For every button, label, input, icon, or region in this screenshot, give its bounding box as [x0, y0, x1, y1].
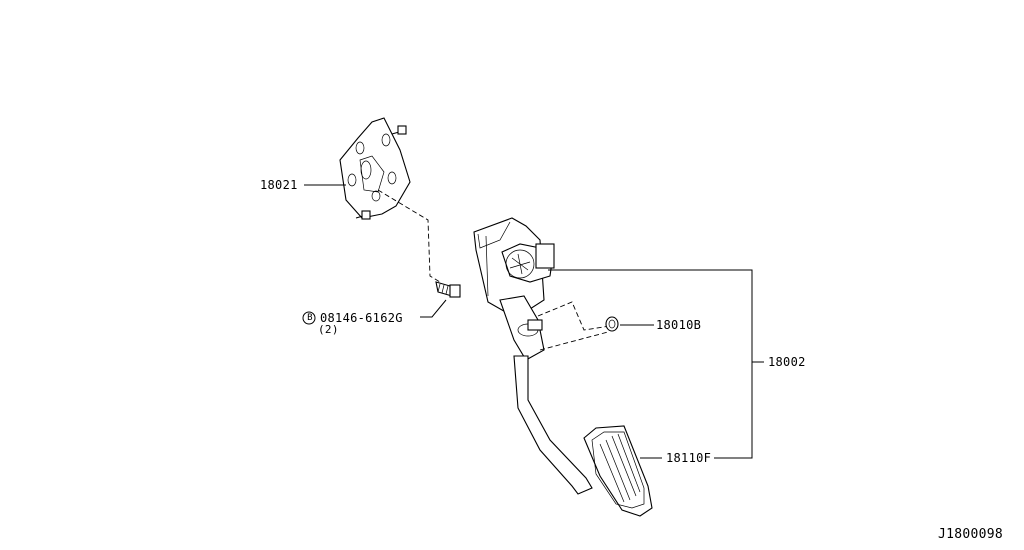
- dashed-clip-line-2: [539, 331, 609, 351]
- bolt-symbol-letter: B: [307, 313, 313, 323]
- label-18110F[interactable]: 18110F: [666, 451, 712, 465]
- leader-bolt: [420, 299, 447, 318]
- label-18010B[interactable]: 18010B: [656, 318, 702, 332]
- clip-18010B[interactable]: [605, 316, 619, 332]
- bolt-symbol-circle: [302, 311, 316, 325]
- dashed-clip-line: [537, 301, 611, 331]
- label-18021[interactable]: 18021: [260, 178, 298, 192]
- leader-18002-bracket: [548, 269, 753, 459]
- label-bolt-code[interactable]: 08146-6162G: [320, 311, 403, 325]
- stud-bottom: [355, 210, 371, 220]
- pedal-assembly-18002[interactable]: [473, 217, 593, 495]
- dashed-bracket-bolt: [377, 189, 441, 283]
- bolt-08146-6162G[interactable]: [435, 281, 461, 298]
- diagram-id: J1800098: [938, 527, 1004, 542]
- label-bolt-qty: (2): [318, 323, 339, 336]
- bracket-plate-18021[interactable]: [339, 117, 411, 219]
- pedal-pad-18110F[interactable]: [583, 425, 653, 517]
- stud-top: [391, 125, 407, 135]
- label-18002[interactable]: 18002: [768, 355, 806, 369]
